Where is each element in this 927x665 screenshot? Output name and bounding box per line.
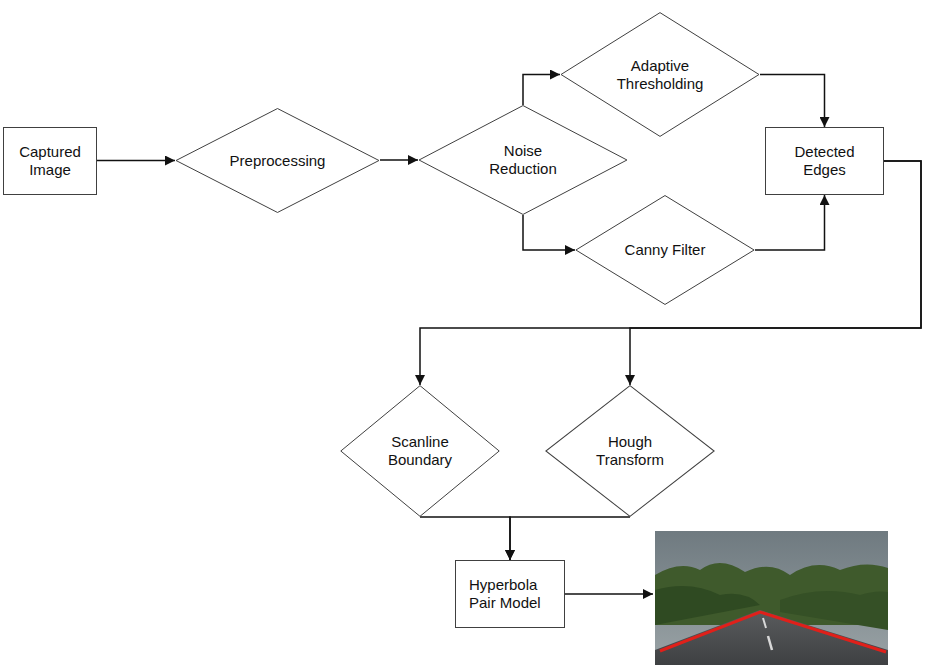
node-label: Hyperbola Pair Model	[469, 576, 551, 612]
flow-arrow	[760, 75, 825, 128]
decision-diamond: Adaptive Thresholding	[560, 12, 760, 137]
node-label: Preprocessing	[218, 152, 338, 170]
node-label-group: Noise Reduction	[478, 142, 568, 178]
process-box: Detected Edges	[765, 127, 884, 195]
node-label-group: Adaptive Thresholding	[610, 57, 710, 93]
flow-arrow	[523, 75, 560, 106]
decision-diamond: Preprocessing	[175, 108, 380, 213]
node-label-group: Scanline Boundary	[380, 433, 460, 469]
node-label: Canny Filter	[610, 241, 720, 259]
node-label: Noise Reduction	[478, 142, 568, 178]
decision-diamond: Noise Reduction	[418, 105, 628, 215]
decision-diamond: Canny Filter	[575, 195, 755, 305]
node-label: Adaptive Thresholding	[610, 57, 710, 93]
decision-diamond: Scanline Boundary	[340, 385, 500, 517]
flow-arrow	[510, 517, 630, 560]
flow-arrow	[755, 195, 825, 250]
road-photo	[655, 531, 888, 665]
flow-arrow	[380, 159, 418, 161]
node-label: Scanline Boundary	[380, 433, 460, 469]
node-label-group: Detected Edges	[789, 143, 861, 179]
node-label-group: Preprocessing	[218, 152, 338, 170]
flow-arrow	[420, 517, 510, 560]
node-label-group: Hough Transform	[589, 433, 671, 469]
output-arrow	[565, 593, 653, 595]
process-box: Hyperbola Pair Model	[455, 560, 565, 628]
node-label-group: Canny Filter	[610, 241, 720, 259]
node-label: Captured Image	[14, 143, 86, 179]
process-box: Captured Image	[3, 127, 97, 195]
decision-diamond: Hough Transform	[545, 385, 715, 517]
flow-arrow	[523, 215, 575, 250]
node-label-group: Captured Image	[14, 143, 86, 179]
flow-arrow	[97, 160, 175, 162]
node-label: Hough Transform	[589, 433, 671, 469]
node-label-group: Hyperbola Pair Model	[469, 576, 551, 612]
node-label: Detected Edges	[789, 143, 861, 179]
